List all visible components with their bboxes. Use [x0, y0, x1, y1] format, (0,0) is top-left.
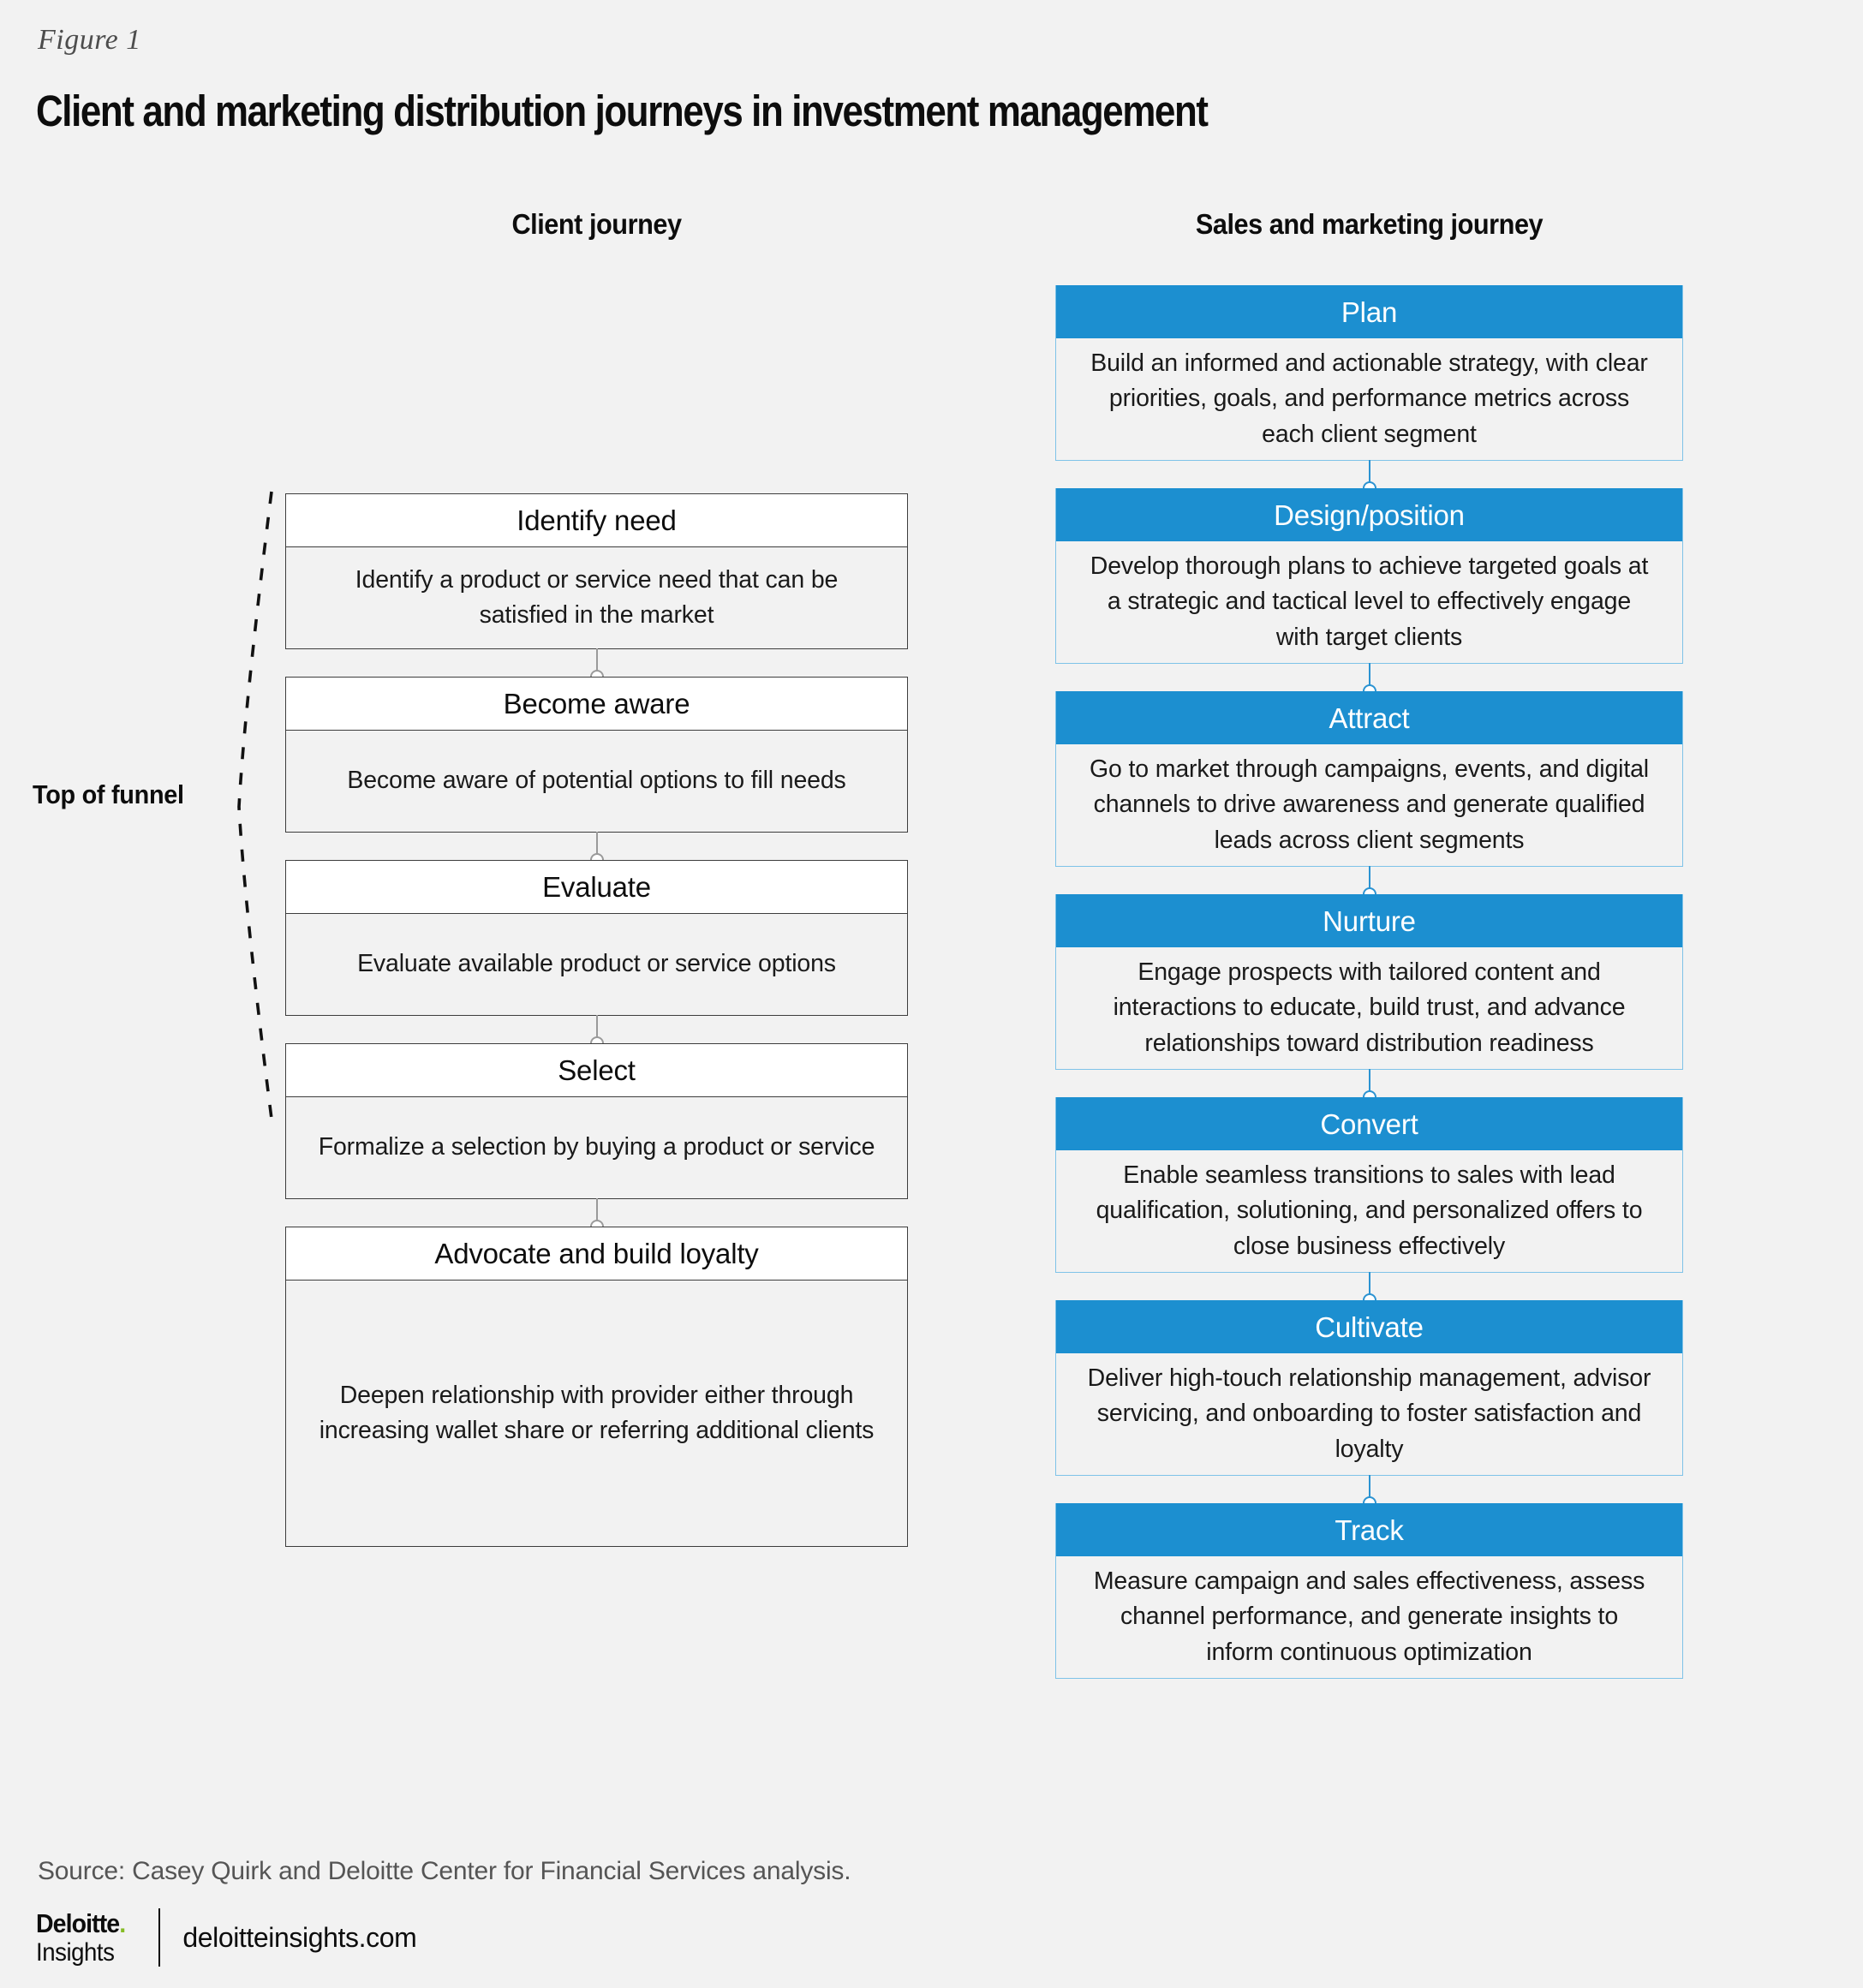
connector-line — [1368, 1475, 1370, 1502]
sales-stage-card-description: Deliver high-touch relationship manageme… — [1056, 1353, 1682, 1475]
column-heading-sales-journey: Sales and marketing journey — [1195, 208, 1544, 240]
client-stage-connector — [586, 648, 608, 684]
sales-stage-card-title: Attract — [1056, 691, 1682, 744]
client-stage-connector — [586, 1015, 608, 1050]
sales-stage-card-title: Design/position — [1056, 488, 1682, 541]
connector-line — [1368, 663, 1370, 690]
sales-stage-card-title: Nurture — [1056, 894, 1682, 947]
client-stage-card-title: Become aware — [286, 678, 907, 731]
sales-stage-connector — [1358, 663, 1381, 698]
client-stage-connector — [586, 832, 608, 867]
logo-green-dot-icon: . — [119, 1907, 126, 1938]
sales-stage-card-description: Measure campaign and sales effectiveness… — [1056, 1556, 1682, 1678]
client-stage-card-title: Evaluate — [286, 861, 907, 914]
sales-stage-card-title: Convert — [1056, 1097, 1682, 1150]
top-of-funnel-label: Top of funnel — [33, 779, 184, 809]
logo-divider — [158, 1908, 161, 1967]
footer-url[interactable]: deloitteinsights.com — [182, 1921, 417, 1953]
client-stage-card-title: Advocate and build loyalty — [286, 1227, 907, 1281]
connector-line — [595, 648, 598, 676]
sales-stage-card-description: Build an informed and actionable strateg… — [1056, 338, 1682, 460]
column-heading-client-journey: Client journey — [511, 208, 682, 240]
client-stage-card-description: Deepen relationship with provider either… — [286, 1281, 907, 1546]
client-stage-card-description: Identify a product or service need that … — [286, 547, 907, 648]
connector-line — [595, 1015, 598, 1042]
source-note: Source: Casey Quirk and Deloitte Center … — [38, 1857, 851, 1885]
connector-line — [1368, 1069, 1370, 1096]
logo-deloitte-text: Deloitte. — [36, 1907, 126, 1938]
client-stage-card-title: Identify need — [286, 494, 907, 547]
logo-wordmark: Deloitte. Insights — [36, 1910, 133, 1966]
client-stage-card-description: Evaluate available product or service op… — [286, 914, 907, 1015]
connector-line — [1368, 866, 1370, 893]
sales-stage-card-description: Develop thorough plans to achieve target… — [1056, 541, 1682, 663]
connector-line — [595, 1198, 598, 1226]
connector-line — [1368, 460, 1370, 487]
connector-line — [1368, 1272, 1370, 1299]
sales-stage-connector — [1358, 1069, 1381, 1104]
sales-stage-card-description: Go to market through campaigns, events, … — [1056, 744, 1682, 866]
sales-stage-card-title: Plan — [1056, 285, 1682, 338]
logo-deloitte-label: Deloitte — [36, 1907, 120, 1938]
client-stage-card-title: Select — [286, 1044, 907, 1097]
sales-stage-connector — [1358, 460, 1381, 495]
top-of-funnel-bracket-icon — [237, 491, 273, 1119]
sales-stage-card-title: Cultivate — [1056, 1300, 1682, 1353]
client-stage-card-description: Become aware of potential options to fil… — [286, 731, 907, 832]
sales-stage-card-description: Engage prospects with tailored content a… — [1056, 947, 1682, 1069]
sales-stage-card-title: Track — [1056, 1503, 1682, 1556]
sales-stage-connector — [1358, 866, 1381, 901]
deloitte-insights-logo: Deloitte. Insights deloitteinsights.com — [36, 1908, 417, 1967]
client-stage-card-description: Formalize a selection by buying a produc… — [286, 1097, 907, 1198]
client-stage-connector — [586, 1198, 608, 1233]
connector-line — [595, 832, 598, 859]
sales-stage-connector — [1358, 1475, 1381, 1510]
sales-stage-card-description: Enable seamless transitions to sales wit… — [1056, 1150, 1682, 1272]
sales-stage-connector — [1358, 1272, 1381, 1307]
figure-label: Figure 1 — [38, 24, 141, 56]
page-title: Client and marketing distribution journe… — [36, 87, 1209, 135]
logo-insights-label: Insights — [36, 1937, 115, 1967]
